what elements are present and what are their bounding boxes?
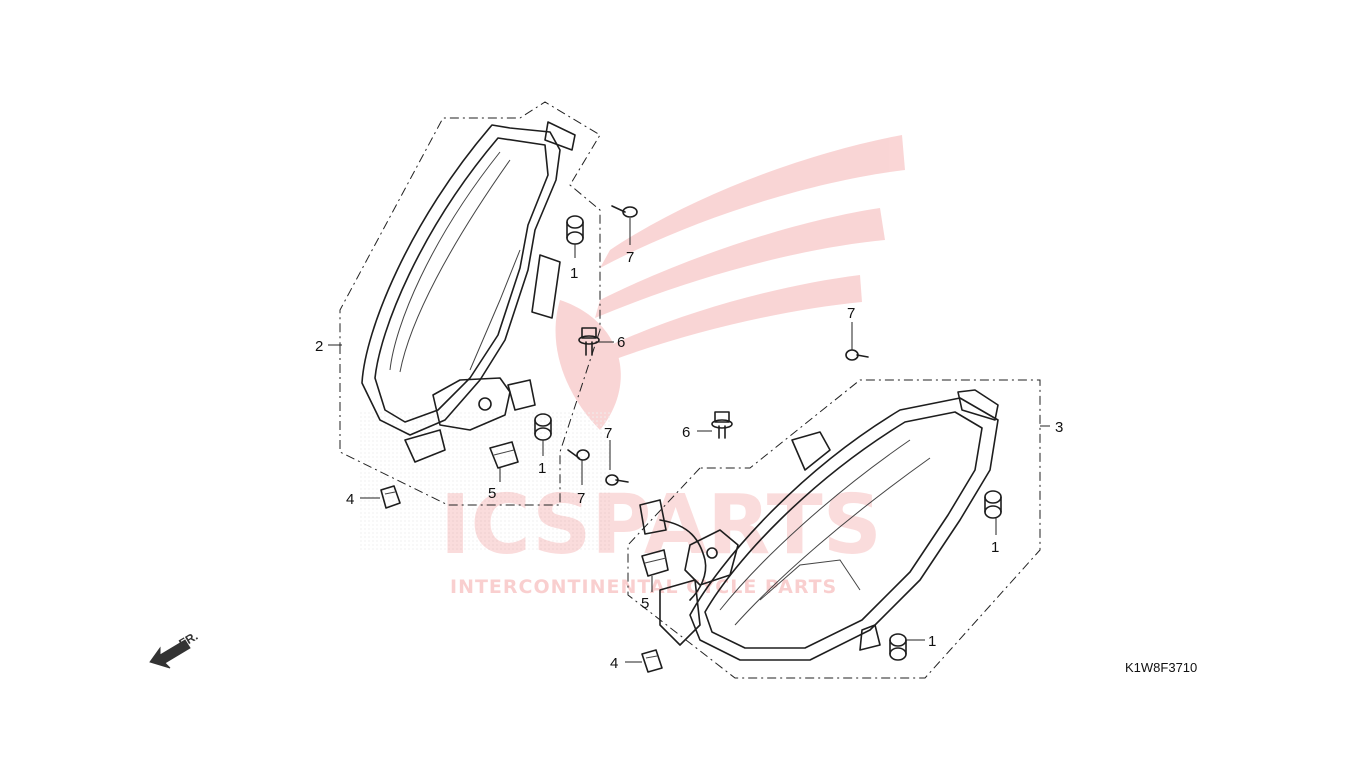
grommet-d: [889, 633, 907, 661]
watermark-dots: [360, 410, 610, 550]
callout-connector-left: 5: [488, 485, 496, 502]
clip-right-icon: [641, 649, 663, 673]
callout-grommet-a: 1: [570, 265, 578, 282]
diagram-code: K1W8F3710: [1125, 660, 1197, 675]
left-lamp-assembly: [339, 101, 601, 506]
screw-c-icon: [605, 474, 629, 486]
callout-left-lens: 2: [315, 338, 323, 355]
callout-bolt-left: 6: [617, 334, 625, 351]
grommet-a: [566, 215, 584, 245]
arrow-left-icon: [149, 639, 191, 669]
callout-screw-d: 7: [847, 305, 855, 322]
callout-clip-left: 4: [346, 491, 354, 508]
watermark-tagline: INTERCONTINENTAL CYCLE PARTS: [450, 576, 837, 598]
screw-a-icon: [611, 205, 638, 218]
callout-grommet-b: 1: [538, 460, 546, 477]
grommet-c: [984, 490, 1002, 519]
callout-screw-a: 7: [626, 249, 634, 266]
callout-connector-right: 5: [641, 595, 649, 612]
connector-right-icon: [641, 549, 669, 577]
bolt-left-icon: [578, 327, 600, 356]
callout-right-lens: 3: [1055, 419, 1063, 436]
callout-grommet-d: 1: [928, 633, 936, 650]
connector-left-icon: [489, 441, 519, 469]
leader-lines: [328, 218, 1050, 663]
callout-grommet-c: 1: [991, 539, 999, 556]
callout-bolt-right: 6: [682, 424, 690, 441]
screw-b-icon: [567, 449, 590, 461]
screw-d-icon: [845, 349, 869, 361]
bolt-right-icon: [711, 411, 733, 439]
clip-left-icon: [380, 485, 401, 509]
front-direction-indicator: FR.: [149, 629, 200, 669]
callout-clip-right: 4: [610, 655, 618, 672]
callout-screw-c: 7: [604, 425, 612, 442]
right-lamp-assembly: [627, 379, 1041, 679]
callout-screw-b: 7: [577, 490, 585, 507]
